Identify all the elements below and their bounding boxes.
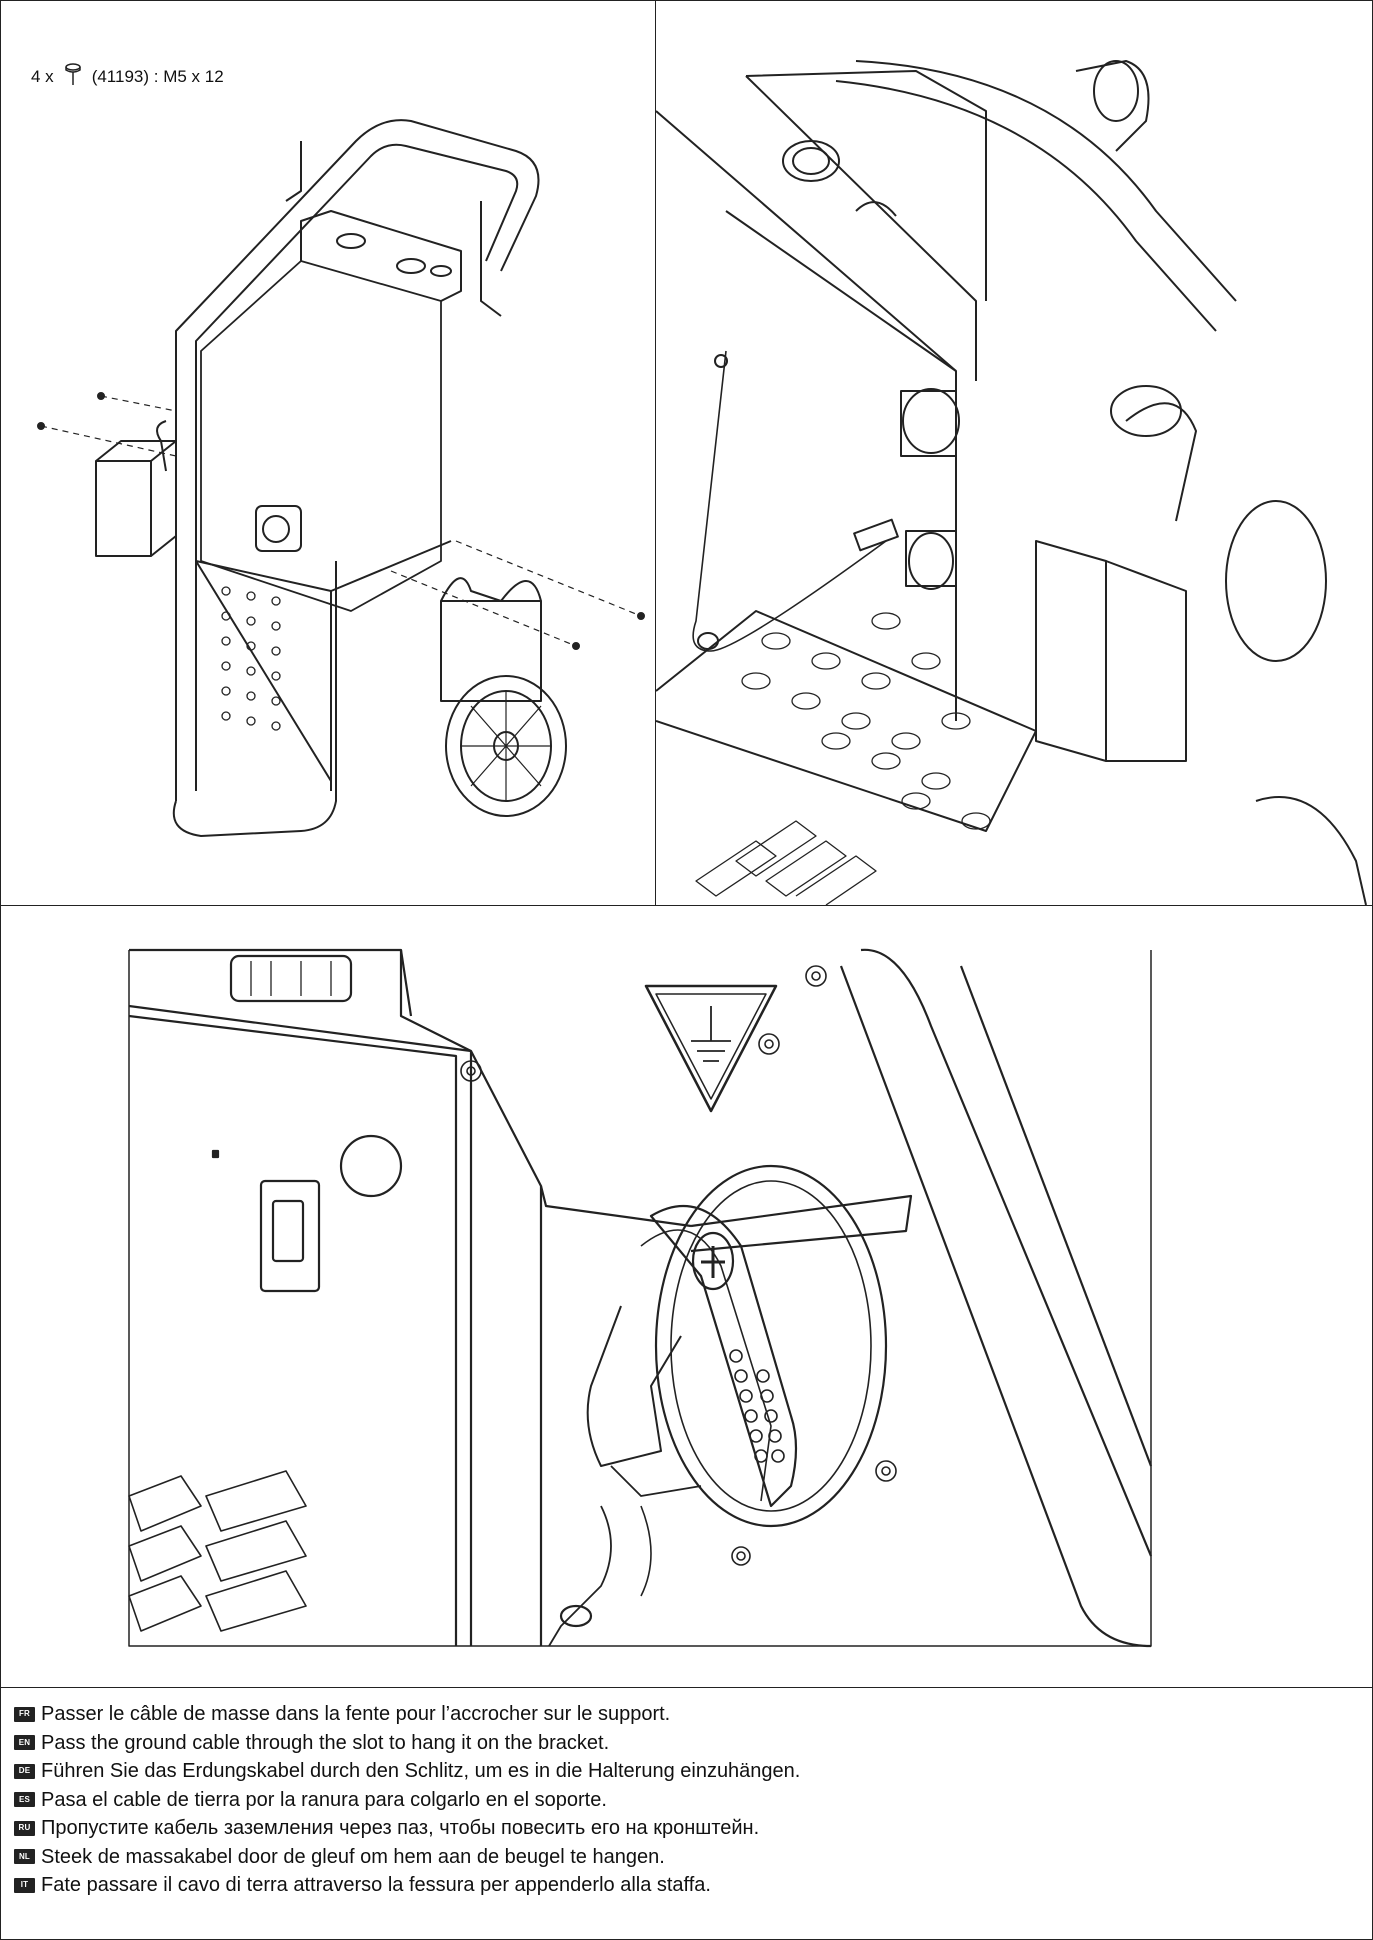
- cable-routing-drawing: [656, 60, 1367, 905]
- screw-qty: 4 x: [31, 66, 54, 86]
- instruction-text: Steek de massakabel door de gleuf om hem…: [41, 1845, 665, 1868]
- panel-divider-horizontal-1: [0, 905, 1373, 906]
- panel-divider-horizontal-2: [0, 1687, 1373, 1688]
- panel-divider-vertical: [655, 0, 656, 906]
- instruction-text: Pasa el cable de tierra por la ranura pa…: [41, 1788, 607, 1811]
- instruction-text: Fate passare il cavo di terra attraverso…: [41, 1874, 711, 1897]
- instruction-line: IT Fate passare il cavo di terra attrave…: [14, 1871, 1354, 1900]
- instruction-line: FR Passer le câble de masse dans la fent…: [14, 1700, 1354, 1729]
- instruction-line: DE Führen Sie das Erdungskabel durch den…: [14, 1757, 1354, 1786]
- instructions-block: FR Passer le câble de masse dans la fent…: [14, 1700, 1354, 1900]
- instruction-line: ES Pasa el cable de tierra por la ranura…: [14, 1786, 1354, 1815]
- trolley-drawing: [37, 119, 645, 837]
- language-badge: NL: [14, 1849, 35, 1865]
- instruction-line: NL Steek de massakabel door de gleuf om …: [14, 1843, 1354, 1872]
- clamp-drawing: [128, 948, 1153, 1648]
- language-badge: IT: [14, 1877, 35, 1893]
- screw-icon: [60, 61, 86, 92]
- instruction-text: Führen Sie das Erdungskabel durch den Sc…: [41, 1760, 801, 1783]
- language-badge: FR: [14, 1706, 35, 1722]
- language-badge: DE: [14, 1763, 35, 1779]
- language-badge: ES: [14, 1792, 35, 1808]
- instruction-line: RU Пропустите кабель заземления через па…: [14, 1814, 1354, 1843]
- screw-callout: 4 x (41193) : M5 x 12: [31, 61, 224, 92]
- panel-cable-routing-detail: [656, 1, 1372, 905]
- instruction-line: EN Pass the ground cable through the slo…: [14, 1729, 1354, 1758]
- screw-part: (41193) : M5 x 12: [91, 66, 224, 86]
- instruction-text: Passer le câble de masse dans la fente p…: [41, 1703, 671, 1726]
- language-badge: RU: [14, 1820, 35, 1836]
- instruction-text: Пропустите кабель заземления через паз, …: [41, 1817, 760, 1840]
- panel-trolley-assembly: 4 x (41193) : M5 x 12: [1, 1, 656, 905]
- panel-clamp-hanging-detail: [1, 906, 1372, 1686]
- language-badge: EN: [14, 1735, 35, 1751]
- instruction-text: Pass the ground cable through the slot t…: [41, 1731, 610, 1754]
